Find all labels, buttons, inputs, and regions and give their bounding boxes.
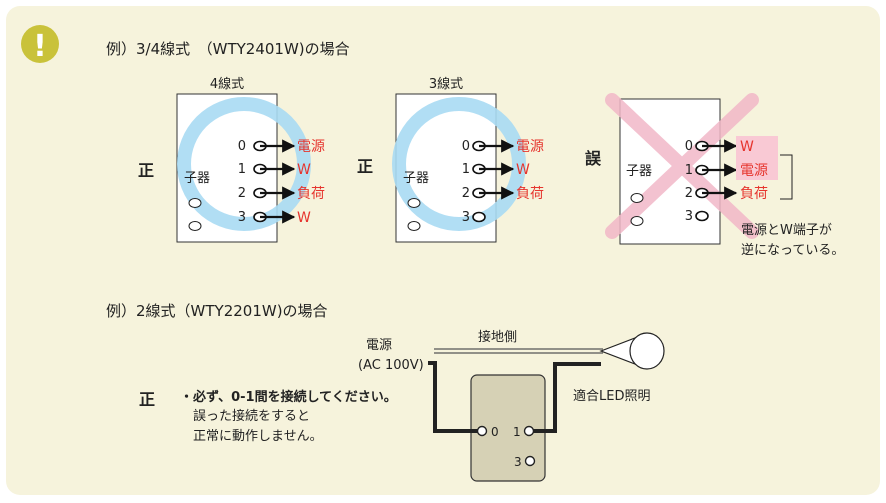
terminal-icon	[407, 221, 421, 231]
led-lamp-icon	[599, 332, 665, 370]
power-label: 電源	[366, 338, 392, 353]
title-3wire: 3線式	[429, 76, 463, 92]
diagram-wrong: 誤 子器 0 1 2 3 W 電源 負荷 電源とW端子が 逆になっている。	[585, 93, 844, 258]
label-w: W	[516, 162, 530, 178]
important-note: ・必ず、0-1間を接続してください。	[180, 389, 397, 405]
label-load: 負荷	[297, 186, 325, 202]
ground-side-label: 接地側	[478, 329, 517, 345]
terminal-number-1: 1	[462, 162, 470, 177]
terminal-number-2: 2	[462, 186, 470, 201]
label-load: 負荷	[516, 186, 544, 202]
load-wire	[531, 362, 601, 433]
terminal-icon	[407, 198, 421, 208]
terminal-icon	[476, 425, 488, 437]
child-unit-label: 子器	[184, 171, 210, 186]
mark-correct: 正	[139, 390, 155, 409]
label-power: 電源	[516, 139, 544, 155]
warning-circle-icon	[21, 25, 59, 63]
terminal-number-2: 2	[238, 186, 246, 201]
diagram-4wire: 4線式 正 子器 0 1 2 3 電源 W 負荷 W	[138, 76, 325, 243]
terminal-icon	[630, 216, 644, 226]
terminal-number-0: 0	[685, 139, 693, 154]
correct-ring-icon	[392, 97, 526, 231]
terminal-icon	[188, 198, 202, 208]
wrong-note-line1: 電源とW端子が	[741, 223, 832, 238]
terminal-icon	[188, 221, 202, 231]
power-wire	[428, 361, 479, 433]
led-lighting-label: 適合LED照明	[573, 388, 650, 404]
title-4wire: 4線式	[210, 76, 244, 92]
mark-correct: 正	[357, 157, 373, 176]
wrong-note-line2: 逆になっている。	[741, 242, 844, 258]
terminal-icon	[472, 211, 486, 223]
label-power: 電源	[297, 139, 325, 155]
terminal-number-0: 0	[491, 425, 499, 439]
terminal-number-0: 0	[238, 139, 246, 154]
label-w: W	[297, 162, 311, 178]
exclamation-icon: !	[33, 29, 47, 64]
example2-heading: 例）2線式（WTY2201W)の場合	[106, 302, 328, 320]
terminal-number-3: 3	[462, 210, 470, 225]
terminal-number-1: 1	[513, 425, 521, 439]
terminal-number-1: 1	[685, 163, 693, 178]
switch-device	[470, 374, 546, 482]
correct-ring-icon	[177, 97, 311, 231]
label-load: 負荷	[740, 186, 768, 202]
label-power: 電源	[740, 163, 768, 179]
terminal-number-1: 1	[238, 162, 246, 177]
terminal-icon	[524, 455, 536, 467]
diagram-3wire: 3線式 正 子器 0 1 2 3 電源 W 負荷	[357, 76, 544, 243]
mark-correct: 正	[138, 161, 154, 180]
terminal-icon	[523, 425, 535, 437]
terminal-number-3: 3	[685, 209, 693, 224]
terminal-number-3: 3	[514, 455, 522, 469]
wrong-cross-icon	[605, 93, 759, 239]
info-panel	[6, 6, 880, 495]
terminal-number-2: 2	[685, 186, 693, 201]
terminal-number-3: 3	[238, 210, 246, 225]
terminal-number-0: 0	[462, 139, 470, 154]
child-unit-label: 子器	[403, 171, 429, 186]
wrong-highlight	[736, 136, 778, 180]
label-w: W	[297, 210, 311, 226]
terminal-icon	[630, 193, 644, 203]
mark-wrong: 誤	[585, 149, 602, 168]
warning-badge: !	[21, 25, 59, 64]
child-unit-label: 子器	[626, 164, 652, 179]
label-w: W	[740, 139, 754, 155]
diagram-2wire: 接地側 電源 (AC 100V) 0 1 3 適合LED照明 正 ・必ず、0-1…	[139, 329, 665, 482]
terminal-icon	[695, 210, 709, 222]
note-bracket	[780, 154, 793, 200]
power-voltage-label: (AC 100V)	[358, 358, 424, 373]
note-line2: 誤った接続をすると	[193, 408, 310, 424]
example1-heading: 例）3/4線式 （WTY2401W)の場合	[106, 40, 350, 58]
note-line3: 正常に動作しません。	[193, 429, 323, 444]
